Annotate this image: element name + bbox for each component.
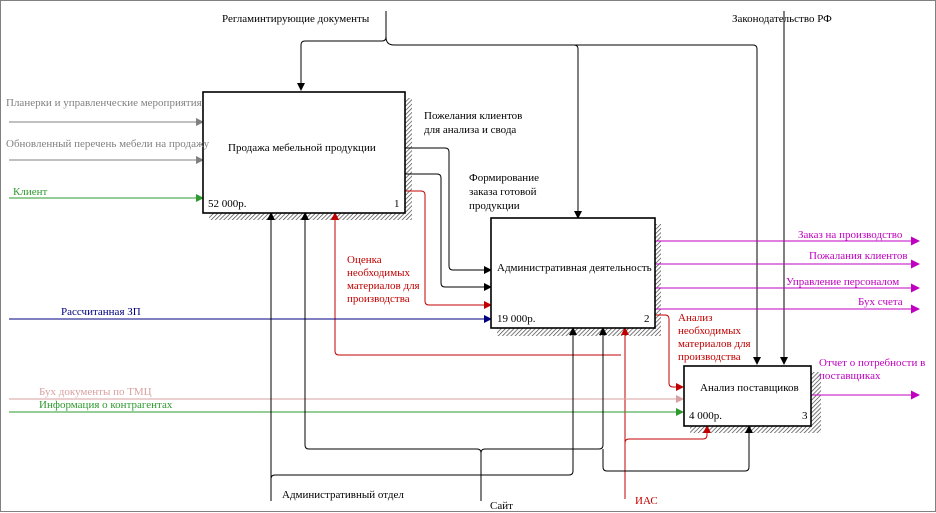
label-pozhelaniya-2: для анализа и свода bbox=[424, 124, 516, 136]
box-3-title: Анализ поставщиков bbox=[700, 382, 799, 394]
control-arrows bbox=[297, 11, 788, 365]
label-admin: Административный отдел bbox=[282, 489, 404, 501]
label-buk-tmc: Бух документы по ТМЦ bbox=[39, 386, 152, 398]
arrow-pozhelaniya bbox=[405, 147, 492, 274]
arrow-ias-to-b3 bbox=[624, 425, 711, 444]
box-1-number: 1 bbox=[394, 198, 400, 210]
label-planerki: Планерки и управленческие мероприятия bbox=[6, 97, 202, 109]
magenta-arrows bbox=[655, 236, 920, 400]
label-formirovanie-1: Формирование bbox=[469, 172, 539, 184]
label-ias: ИАС bbox=[635, 495, 658, 507]
box-1-cost: 52 000р. bbox=[208, 198, 247, 210]
box-2-cost: 19 000р. bbox=[497, 313, 536, 325]
label-formirovanie-2: заказа готовой bbox=[469, 186, 537, 198]
label-zakon: Законодательство РФ bbox=[732, 13, 832, 25]
label-klient: Клиент bbox=[13, 186, 47, 198]
label-otchet-1: Отчет о потребности в bbox=[819, 357, 925, 369]
label-pozh-klientov: Пожалания клиентов bbox=[809, 250, 908, 262]
label-ocenka-3: материалов для bbox=[347, 280, 420, 292]
arrow-admin-to-b2 bbox=[270, 327, 577, 480]
arrow-ocenka bbox=[405, 190, 492, 309]
box-3[interactable]: Анализ поставщиков 4 000р. 3 bbox=[683, 365, 812, 427]
box-2-title: Административная деятельность bbox=[497, 262, 652, 274]
box-1-title: Продажа мебельной продукции bbox=[228, 142, 376, 154]
label-reglament: Регламинтирующие документы bbox=[222, 13, 370, 25]
label-pozhelaniya-1: Пожелания клиентов bbox=[424, 110, 522, 122]
label-info: Информация о контрагентах bbox=[39, 399, 173, 411]
label-buk-scheta: Бух счета bbox=[858, 296, 903, 308]
mechanism-arrows bbox=[267, 212, 753, 501]
label-ocenka-2: необходимых bbox=[347, 267, 411, 279]
arrow-sayt-to-b3 bbox=[602, 425, 753, 472]
label-analiz-2: необходимых bbox=[678, 325, 742, 337]
arrow-feedback-to-b1 bbox=[331, 212, 621, 356]
label-otchet-2: поставщиках bbox=[819, 370, 881, 382]
box-1[interactable]: Продажа мебельной продукции 52 000р. 1 bbox=[202, 91, 406, 214]
label-obnovlenny: Обновленный перечень мебели на продажу bbox=[6, 138, 210, 150]
label-upravlenie: Управление персоналом bbox=[786, 276, 899, 288]
box-3-cost: 4 000р. bbox=[689, 410, 722, 422]
label-formirovanie-3: продукции bbox=[469, 200, 520, 212]
label-ocenka-1: Оценка bbox=[347, 254, 382, 266]
arrow-sayt-to-b1 bbox=[301, 212, 482, 501]
label-zp: Рассчитанная ЗП bbox=[61, 306, 141, 318]
box-3-number: 3 bbox=[802, 410, 808, 422]
box-2[interactable]: Административная деятельность 19 000р. 2 bbox=[490, 217, 656, 329]
label-sayt: Сайт bbox=[490, 500, 513, 512]
box-2-number: 2 bbox=[644, 313, 650, 325]
arrow-analiz bbox=[655, 314, 684, 391]
label-analiz-3: материалов для bbox=[678, 338, 751, 350]
arrow-formirovanie bbox=[405, 173, 492, 291]
label-ocenka-4: производства bbox=[347, 293, 410, 305]
label-analiz-1: Анализ bbox=[678, 312, 713, 324]
arrow-reglament-to-b3 bbox=[396, 44, 761, 365]
label-analiz-4: производства bbox=[678, 351, 741, 363]
b1-to-b2-arrows bbox=[405, 147, 492, 291]
label-zakaz: Заказ на производство bbox=[798, 229, 903, 241]
arrow-sayt-to-b2 bbox=[480, 327, 607, 454]
